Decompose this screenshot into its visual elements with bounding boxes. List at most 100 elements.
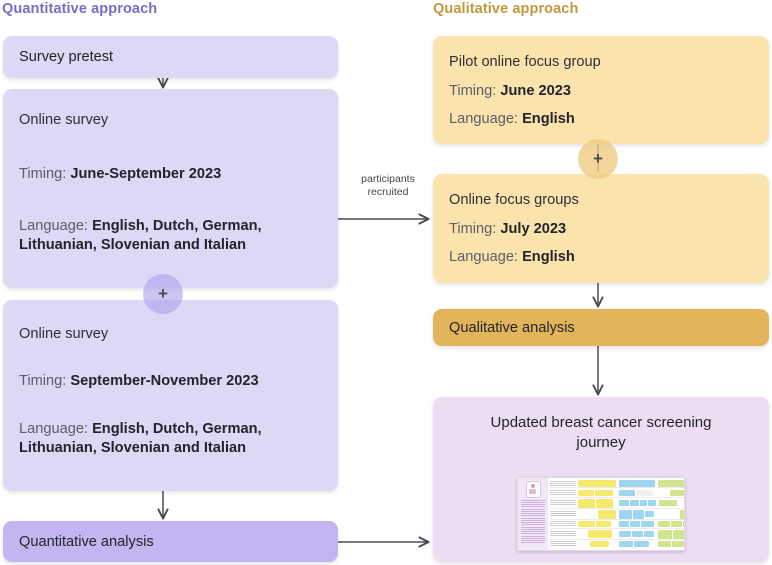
persona-avatar-icon	[525, 481, 541, 498]
thumbnail-row-label	[550, 489, 576, 496]
node-updated-screening-journey[interactable]: Updated breast cancer screening journey	[433, 397, 769, 562]
thumbnail-cell	[683, 521, 684, 528]
thumbnail-phase-header-yellow	[578, 480, 616, 488]
timing-label: Timing:	[19, 166, 67, 182]
node-online-focus-groups[interactable]: Online focus groups Timing: July 2023 La…	[433, 174, 769, 283]
thumbnail-persona-panel	[518, 478, 548, 550]
timing-value: June-September 2023	[70, 166, 222, 182]
timing-label: Timing:	[449, 83, 497, 99]
thumbnail-cell	[634, 541, 649, 548]
node-pilot-title: Pilot online focus group	[449, 54, 601, 70]
node-online-focus-groups-timing: Timing: July 2023	[449, 220, 757, 239]
thumbnail-cell	[588, 530, 612, 539]
thumbnail-cell	[632, 531, 643, 538]
thumbnail-cell	[680, 509, 684, 519]
thumbnail-row-label	[550, 531, 576, 538]
language-label: Language:	[19, 421, 88, 437]
thumbnail-cell	[595, 489, 613, 496]
node-journey-title-line-2: journey	[576, 434, 626, 452]
thumbnail-row-label	[550, 521, 576, 528]
thumbnail-row	[550, 489, 684, 498]
column-header-quantitative: Quantitative approach	[2, 1, 158, 17]
thumbnail-cell	[672, 541, 684, 548]
thumbnail-cell	[598, 509, 616, 519]
thumbnail-cell	[619, 541, 633, 548]
node-online-survey-2-language: Language: English, Dutch, German, Lithua…	[19, 420, 326, 459]
node-pilot-online-focus-group[interactable]: Pilot online focus group Timing: June 20…	[433, 36, 769, 144]
thumbnail-cell	[648, 500, 656, 506]
node-quantitative-analysis[interactable]: Quantitative analysis	[3, 521, 338, 562]
node-online-focus-groups-language: Language: English	[449, 248, 757, 267]
thumbnail-row-label	[550, 541, 576, 548]
node-pilot-timing: Timing: June 2023	[449, 82, 757, 101]
node-online-survey-2-timing: Timing: September-November 2023	[19, 372, 326, 391]
plus-icon: +	[593, 149, 603, 168]
plus-icon: +	[158, 284, 168, 303]
node-qualitative-analysis-title: Qualitative analysis	[449, 319, 575, 336]
thumbnail-cell	[659, 500, 677, 506]
persona-text-block	[521, 518, 545, 525]
node-online-survey-1-title: Online survey	[19, 112, 109, 128]
node-online-survey-1[interactable]: Online survey Timing: June-September 202…	[3, 89, 338, 288]
thumbnail-cell	[596, 521, 611, 528]
thumbnail-cell	[658, 521, 670, 528]
thumbnail-cell	[670, 489, 684, 496]
node-journey-title-line-1: Updated breast cancer screening	[490, 414, 712, 431]
thumbnail-cell	[658, 529, 672, 539]
plus-badge-qualitative: +	[578, 139, 618, 179]
thumbnail-cell	[630, 521, 640, 528]
thumbnail-cell	[619, 489, 635, 496]
node-pilot-language: Language: English	[449, 110, 757, 129]
thumbnail-cell	[640, 500, 647, 506]
timing-value: July 2023	[500, 221, 567, 237]
thumbnail-cell	[671, 521, 682, 528]
thumbnail-cell	[641, 521, 654, 528]
thumbnail-phase-header-green	[658, 480, 684, 488]
node-qualitative-analysis[interactable]: Qualitative analysis	[433, 309, 769, 346]
thumbnail-cell	[619, 509, 632, 519]
thumbnail-row	[550, 509, 684, 520]
journey-map-thumbnail[interactable]	[517, 477, 685, 551]
thumbnail-cell	[633, 509, 644, 519]
thumbnail-row	[550, 541, 684, 548]
node-online-survey-2[interactable]: Online survey Timing: September-November…	[3, 300, 338, 491]
thumbnail-row-label	[550, 500, 576, 506]
persona-text-block	[521, 536, 545, 543]
language-value: English	[522, 249, 575, 265]
language-value: English	[522, 111, 575, 127]
thumbnail-phase-header-blue	[619, 480, 655, 488]
thumbnail-cell	[673, 529, 684, 539]
language-label: Language:	[449, 249, 518, 265]
thumbnail-cell	[578, 498, 595, 508]
thumbnail-cell	[630, 500, 639, 506]
thumbnail-cell	[596, 498, 613, 508]
thumbnail-row-label	[550, 511, 576, 517]
node-online-survey-1-timing: Timing: June-September 2023	[19, 165, 326, 184]
node-journey-title: Updated breast cancer screening journey	[449, 413, 753, 454]
thumbnail-cell	[590, 541, 609, 548]
thumbnail-cell	[636, 489, 653, 496]
node-online-focus-groups-title: Online focus groups	[449, 192, 579, 208]
thumbnail-cell	[619, 500, 629, 506]
timing-label: Timing:	[19, 373, 67, 389]
thumbnail-header-row	[550, 480, 684, 489]
timing-value: September-November 2023	[70, 373, 259, 389]
persona-text-block	[521, 527, 545, 534]
language-label: Language:	[19, 218, 88, 234]
thumbnail-row	[550, 529, 684, 540]
persona-text-block	[521, 500, 545, 507]
thumbnail-row	[550, 498, 684, 509]
language-value-line-1: English, Dutch, German,	[92, 218, 262, 234]
thumbnail-grid	[548, 478, 684, 550]
node-survey-pretest[interactable]: Survey pretest	[3, 36, 338, 78]
language-value-line-2: Lithuanian, Slovenian and Italian	[19, 237, 247, 254]
edge-label-line-1: participants	[361, 173, 415, 185]
language-value-line-2: Lithuanian, Slovenian and Italian	[19, 440, 247, 457]
edge-label-line-2: recruited	[367, 186, 409, 199]
thumbnail-row-label	[550, 480, 576, 487]
thumbnail-cell	[578, 521, 595, 528]
node-quantitative-analysis-title: Quantitative analysis	[19, 533, 154, 550]
thumbnail-cell	[619, 531, 631, 538]
timing-value: June 2023	[500, 83, 571, 99]
